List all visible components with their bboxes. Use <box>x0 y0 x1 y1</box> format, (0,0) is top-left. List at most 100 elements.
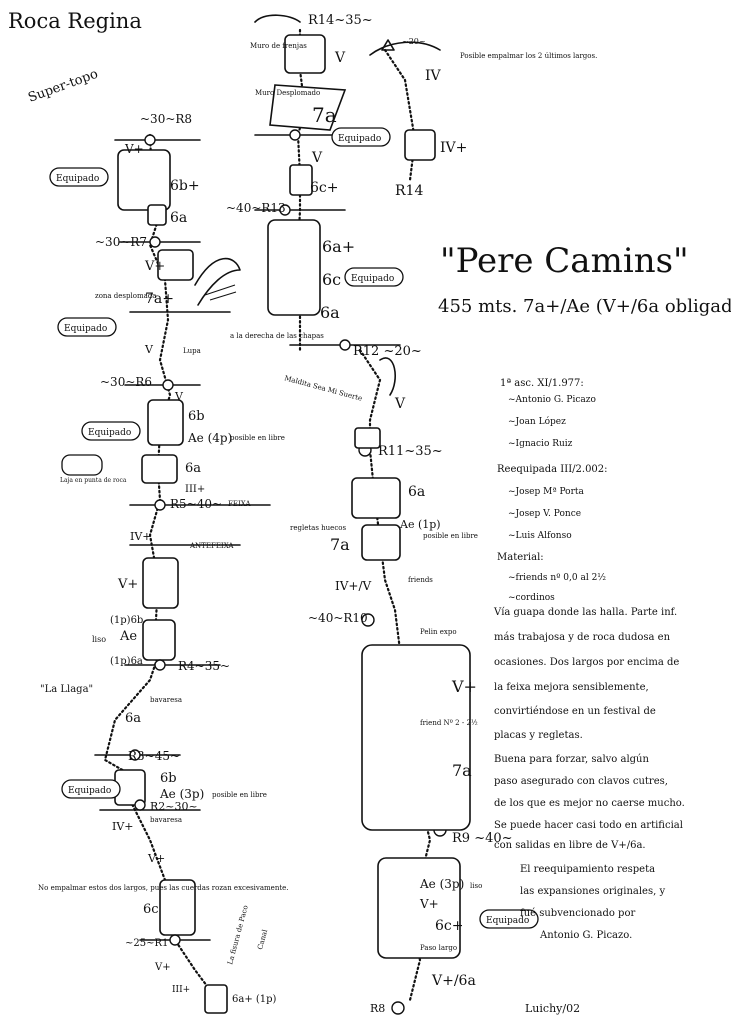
pitch-box <box>404 129 436 161</box>
material-item: ~cordinos <box>508 593 555 603</box>
note-pelin-expo: Pelin expo <box>420 628 457 636</box>
note-a-la-derecha: a la derecha de las chapas <box>230 332 324 340</box>
equipado-label: Equipado <box>351 274 394 284</box>
grade-label: Ae <box>119 629 137 644</box>
anchor-r7 <box>149 236 161 248</box>
pitch-box <box>142 557 179 609</box>
anchor <box>289 129 301 141</box>
description-line: ocasiones. Dos largos por encima de <box>494 657 679 668</box>
note-bavaresa-2: bavaresa <box>150 816 182 824</box>
note-muro-frenjas: Muro de frenjas <box>250 42 307 50</box>
grade-label: 6a <box>170 210 187 226</box>
grade-label: 7a <box>312 103 337 127</box>
equipado-tag <box>49 167 109 187</box>
anchor-r13 <box>279 204 291 216</box>
grade-label: III+ <box>172 985 190 995</box>
pitch-box <box>354 427 381 449</box>
note-antefeixa: ANTEFEIXA <box>189 542 234 550</box>
note-zona-desplomada: zona desplomada <box>95 292 156 300</box>
relay-r12: R12 ~20~ <box>353 344 422 359</box>
pitch-box <box>141 454 178 484</box>
note-la-llaga: "La Llaga" <box>40 684 93 695</box>
relay-r10: ~40~R10 <box>308 611 368 625</box>
pitch-box <box>289 164 313 196</box>
anchor-r1 <box>169 934 181 946</box>
note-feixa: FEIXA <box>228 500 251 508</box>
relay-r4: R4~35~ <box>178 659 230 673</box>
grade-label: 7a <box>330 535 350 554</box>
route-info: 1ª asc. XI/1.977: ~Antonio G. Picazo ~Jo… <box>493 378 685 941</box>
signature: Luichy/02 <box>525 1002 580 1015</box>
route-name: "Pere Camins" <box>440 241 689 281</box>
laja-symbol <box>61 454 103 476</box>
grade-label: 7a <box>452 761 472 780</box>
relay-r9: R9 ~40~ <box>452 831 513 846</box>
relay-r11: R11~35~ <box>378 444 443 459</box>
grade-label: 6a <box>320 303 340 322</box>
equipado-tag <box>61 779 121 799</box>
first-ascent: 1ª asc. XI/1.977: <box>500 378 584 389</box>
grade-label: V+ <box>154 962 171 973</box>
grade-label: V <box>174 390 184 403</box>
pitch-box <box>351 477 401 519</box>
grade-label: Ae (1p) <box>399 518 441 531</box>
fa-name: ~Joan López <box>508 416 566 427</box>
fa-name: ~Antonio G. Picazo <box>508 395 596 405</box>
grade-label: 6c+ <box>310 180 338 196</box>
exit-summit <box>369 41 441 56</box>
relay-r1: ~25~R1 <box>125 938 168 949</box>
reequip-note: Antonio G. Picazo. <box>539 930 632 941</box>
pitch-box <box>267 219 321 316</box>
relay-r14: R14~35~ <box>308 13 373 28</box>
pitch-box <box>147 204 167 226</box>
grade-label: 6b <box>160 771 177 786</box>
description-line: Vía guapa donde las halla. Parte inf. <box>493 607 677 618</box>
grade-label: V+ <box>124 142 144 156</box>
description-line: Se puede hacer casi todo en artificial <box>494 820 683 831</box>
pitch-box <box>142 619 176 661</box>
relay-r13: ~40~R13 <box>226 201 286 215</box>
grade-label: 6b+ <box>170 178 200 194</box>
summit-arrow <box>381 39 395 51</box>
grade-label: V+/6a <box>431 973 476 989</box>
grade-label: IV+/V <box>335 579 372 593</box>
grade-label: 6a <box>408 484 425 500</box>
grade-label: 6c <box>143 902 159 917</box>
pitch-box <box>117 149 171 211</box>
reequip-note: fué subvencionado por <box>520 908 635 919</box>
fa-name: ~Ignacio Ruiz <box>508 439 573 449</box>
grade-label: Ae (4p) <box>187 431 232 445</box>
note-lupa: Lupa <box>183 347 201 355</box>
note-maldita-sea: Maldita Sea Mi Suerte <box>283 374 363 402</box>
anchor-r2 <box>134 799 146 811</box>
grade-label: IV <box>425 68 442 84</box>
relay-r8: R8 <box>370 1002 385 1015</box>
relay-r6: ~30~R6 <box>100 375 152 389</box>
equipado-tag <box>331 127 391 147</box>
pitch-box <box>284 34 326 74</box>
equipado-label: Equipado <box>64 324 107 334</box>
note-posible-empalmar: Posible empalmar los 2 últimos largos. <box>460 52 597 60</box>
anchor-r8 <box>144 134 156 146</box>
equipado-label: Equipado <box>68 786 111 796</box>
note-muro-desplomado: Muro Desplomado <box>255 89 320 97</box>
grade-label: V+ <box>117 577 138 592</box>
grade-label: V+ <box>144 259 165 274</box>
reequipada: Reequipada III/2.002: <box>497 464 608 475</box>
grade-label: IV+ <box>440 140 467 156</box>
grade-label: V <box>334 50 346 66</box>
equipado-tag <box>81 421 141 441</box>
pitch-box <box>377 857 461 959</box>
relay-r2: R2~30~ <box>150 800 198 813</box>
description-line: con salidas en libre de V+/6a. <box>494 840 646 851</box>
note-posible-libre: posible en libre <box>230 434 285 442</box>
material: Material: <box>497 552 544 563</box>
grade-label: 6a <box>185 461 201 476</box>
grade-label: V+ <box>419 897 439 911</box>
super-topo-label: Super-topo <box>26 67 100 106</box>
equipado-label: Equipado <box>338 134 381 144</box>
description-line: de los que es mejor no caerse mucho. <box>494 798 685 809</box>
pitch-box <box>361 644 471 831</box>
grade-label: 6a+ (1p) <box>232 994 277 1005</box>
